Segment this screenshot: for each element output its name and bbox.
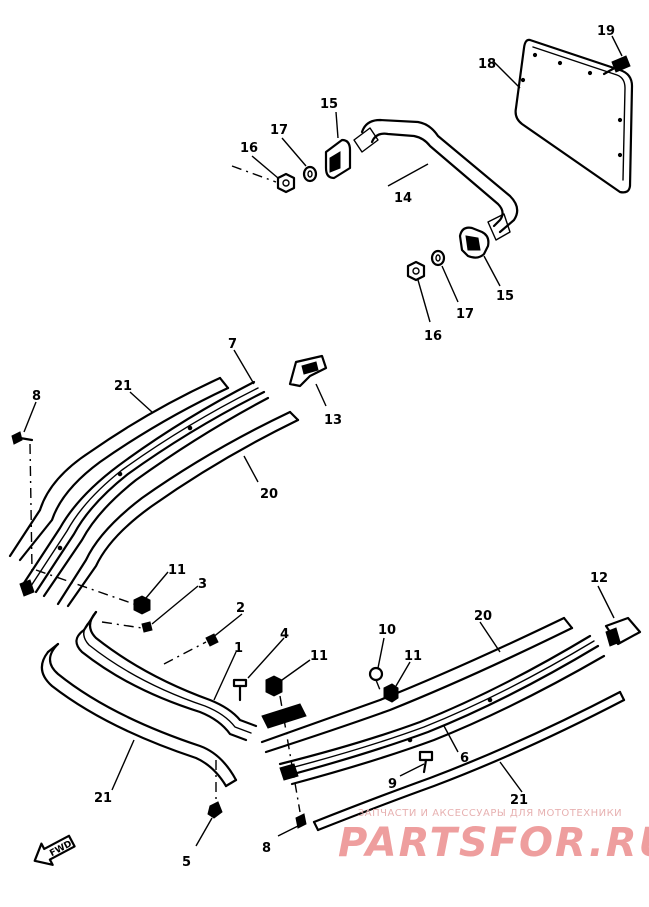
callout-3: 3 [198,577,207,592]
screw-part-19 [602,35,631,76]
assembly-centerlines [29,165,381,813]
nut-part-11-b [265,675,283,697]
callout-14: 14 [394,191,412,206]
side-channel-left-part-7 [19,380,270,598]
callout-numbers: 19 18 15 17 16 14 15 17 16 7 21 8 13 20 … [32,24,615,870]
washer-part-10 [368,666,384,682]
watermark-tagline: ЗАПЧАСТИ И АКСЕССУАРЫ ДЛЯ МОТОТЕХНИКИ [357,808,623,819]
callout-6: 6 [460,751,469,766]
callout-5: 5 [182,855,191,870]
fwd-arrow: FWD [33,834,76,866]
callout-20-right: 20 [474,609,492,624]
callout-18: 18 [478,57,496,72]
callout-4: 4 [280,627,289,642]
callout-20-left: 20 [260,487,278,502]
watermark-brand: PARTSFOR.RU [338,820,649,866]
nut-part-11-c [383,683,399,703]
bracket-part-13 [288,354,328,388]
callout-8-lower: 8 [262,841,271,856]
front-rail-part-1 [75,610,307,742]
side-trim-right-part-21 [312,690,626,832]
end-cap-upper-part-15 [324,138,352,180]
callout-17-lower: 17 [456,307,474,322]
callout-11-a: 11 [168,563,186,578]
washer-upper-part-17 [302,165,318,183]
callout-7: 7 [228,337,237,352]
nut-lower-part-16 [406,260,426,282]
callout-16-upper: 16 [240,141,258,156]
side-channel-right-part-6 [278,634,606,786]
end-cap-part-12 [604,616,642,647]
front-trim-part-21 [40,642,238,788]
nut-part-11-a [133,595,151,615]
panel-part-18 [514,38,634,194]
grab-bar-part-14 [353,118,519,241]
callout-13: 13 [324,413,342,428]
callout-17-upper: 17 [270,123,288,138]
callout-21-left: 21 [114,379,132,394]
nut-upper-part-16 [276,172,296,194]
callout-21-right: 21 [510,793,528,808]
callout-21-front: 21 [94,791,112,806]
side-trim-left-part-21 [8,376,230,562]
callout-16-lower: 16 [424,329,442,344]
callout-9: 9 [388,777,397,792]
bolt-part-4 [232,678,248,702]
screw-part-9 [418,750,434,774]
leader-lines [23,61,615,847]
callout-11-b: 11 [310,649,328,664]
end-cap-lower-part-15 [458,226,490,259]
callout-10: 10 [378,623,396,638]
callout-15-lower: 15 [496,289,514,304]
callout-8-upper: 8 [32,389,41,404]
bolt-part-8-upper [11,431,34,445]
callout-2: 2 [236,601,245,616]
callout-11-c: 11 [404,649,422,664]
side-rubber-left-part-20 [56,410,300,608]
side-rubber-right-part-20 [260,616,574,754]
nut-part-5 [207,801,223,819]
callout-15-upper: 15 [320,97,338,112]
fwd-label: FWD [48,839,73,859]
callout-1: 1 [234,641,243,656]
screw-part-3 [141,621,153,633]
washer-lower-part-17 [430,249,446,267]
callout-19: 19 [597,24,615,39]
callout-12: 12 [590,571,608,586]
bolt-part-8-lower [295,813,307,829]
nut-part-2 [205,633,219,647]
